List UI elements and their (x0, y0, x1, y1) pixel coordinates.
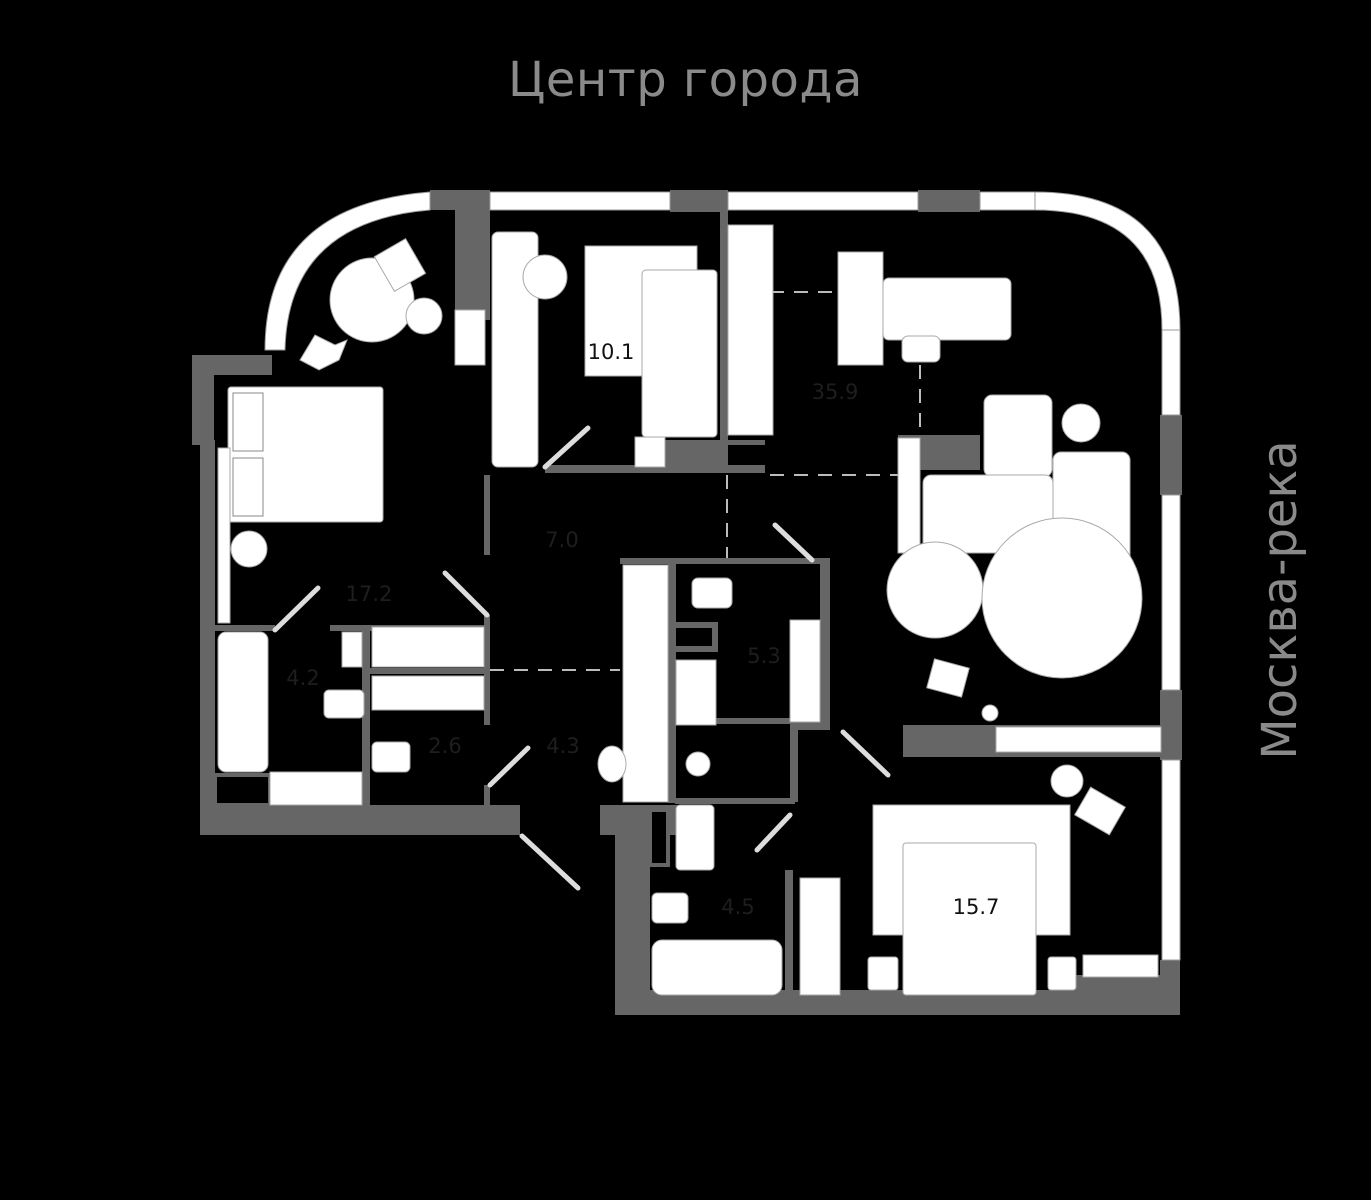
doors (272, 425, 891, 891)
furniture (217, 224, 1162, 996)
walls (192, 190, 1182, 1015)
room-area-wc-1: 2.6 (428, 734, 462, 758)
orientation-top-label: Центр города (508, 52, 863, 108)
room-area-laundry: 5.3 (747, 644, 781, 668)
room-area-bathroom-1: 4.2 (286, 666, 320, 690)
room-area-hallway: 7.0 (545, 528, 579, 552)
room-area-bedroom-1: 17.2 (345, 582, 393, 606)
room-area-kitchen-living: 35.9 (811, 380, 859, 404)
room-area-bedroom-2: 15.7 (952, 895, 1000, 919)
room-area-corridor: 4.3 (546, 734, 580, 758)
dashed-zone-lines (490, 291, 921, 671)
room-area-child-room: 10.1 (587, 340, 635, 364)
windows (264, 191, 1181, 961)
room-area-bathroom-2: 4.5 (721, 895, 755, 919)
